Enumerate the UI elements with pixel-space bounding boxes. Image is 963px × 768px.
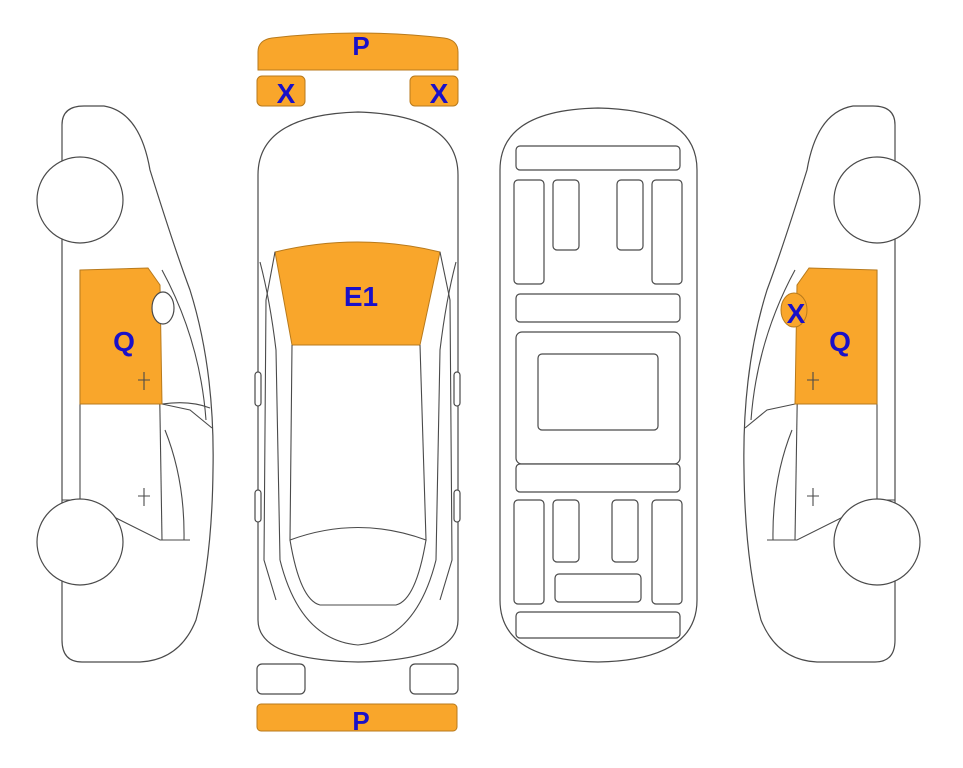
- right-mirror-damage[interactable]: [409, 75, 459, 107]
- right-side-mirror-damage[interactable]: [780, 292, 808, 328]
- right-front-door-label: Q: [829, 326, 851, 357]
- left-mirror-damage[interactable]: [256, 75, 306, 107]
- right-front-door-damage[interactable]: [794, 267, 878, 405]
- rear-bumper-damage[interactable]: [256, 703, 458, 732]
- left-front-door-damage[interactable]: [79, 267, 163, 405]
- left-front-door-label: Q: [113, 326, 135, 357]
- top-view: [254, 32, 461, 732]
- windshield-label: E1: [344, 281, 378, 312]
- front-bumper-label: P: [352, 31, 369, 61]
- right-side-view: [743, 105, 921, 663]
- left-side-view: [36, 105, 214, 663]
- rear-bumper-label: P: [352, 706, 369, 736]
- underside-view: [499, 107, 698, 663]
- front-bumper-damage[interactable]: [257, 32, 459, 71]
- right-mirror-label: X: [430, 78, 449, 109]
- right-side-mirror-label: X: [787, 298, 806, 329]
- left-mirror-label: X: [277, 78, 296, 109]
